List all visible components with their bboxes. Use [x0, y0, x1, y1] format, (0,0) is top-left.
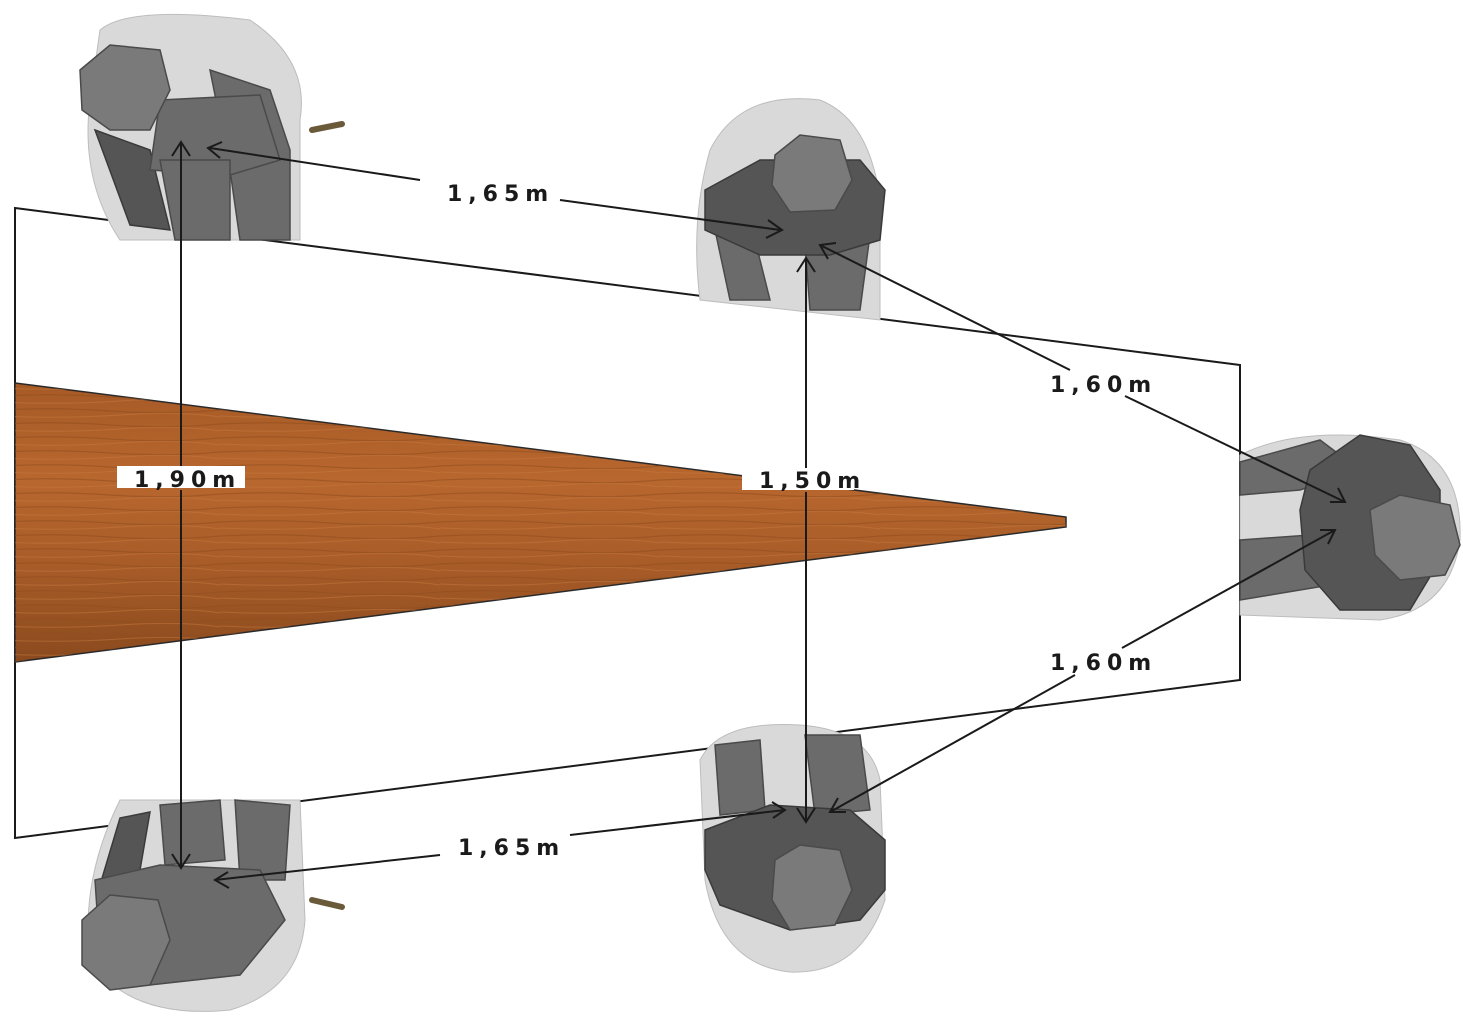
person-top-middle — [696, 98, 886, 321]
person-right — [1239, 434, 1461, 621]
person-bottom-middle — [699, 723, 886, 973]
label-bg-left-vertical — [117, 466, 245, 488]
wood-surface — [14, 382, 1067, 663]
label-bg-middle-vertical — [742, 468, 854, 490]
label-middle-vertical: 1,50m — [759, 469, 866, 494]
label-top-diagonal: 1,65m — [447, 182, 554, 207]
label-right-lower-diagonal: 1,60m — [1050, 651, 1157, 676]
dimension-lines — [171, 140, 1347, 889]
label-bottom-diagonal: 1,65m — [458, 836, 565, 861]
person-bottom-left — [81, 799, 345, 1012]
label-right-upper-diagonal: 1,60m — [1050, 373, 1157, 398]
label-left-vertical: 1,90m — [134, 468, 241, 493]
person-top-left — [79, 13, 345, 241]
